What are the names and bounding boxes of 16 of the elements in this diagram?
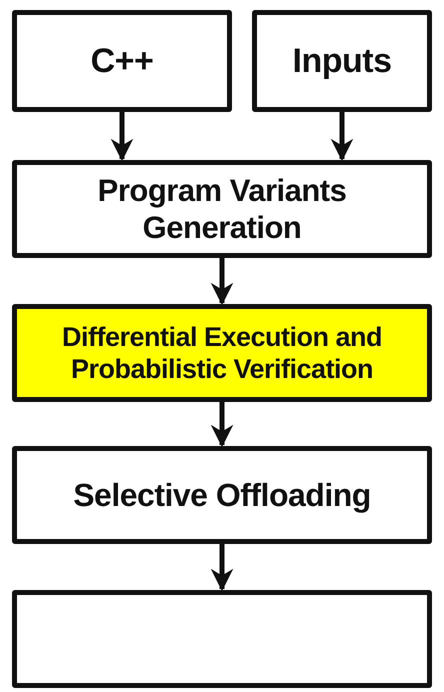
box-label: Inputs [292,40,392,82]
process-box [12,160,432,258]
box-label: C++ [90,40,154,82]
box-label: Differential Execution and Probabilistic Verification [60,320,384,386]
process-box [12,10,232,112]
arrow [210,402,234,448]
process-box [12,446,432,544]
arrow [330,112,354,162]
arrow [210,258,234,306]
arrow [210,544,234,592]
process-box [12,590,432,688]
box-label: Selective Offloading [73,476,371,514]
process-box [12,304,432,402]
box-label: Program Variants Generation [96,172,348,246]
arrow [110,112,134,162]
process-box [252,10,432,112]
